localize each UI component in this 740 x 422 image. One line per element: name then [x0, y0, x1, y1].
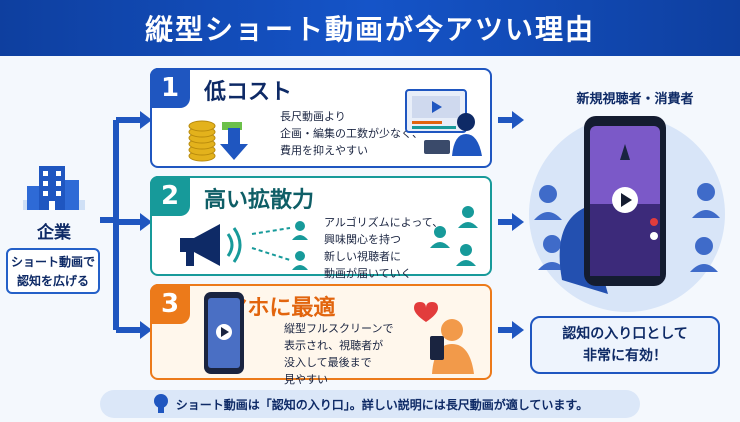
- desc-line: 没入して最後まで: [284, 356, 372, 369]
- building-icon: [23, 166, 85, 210]
- effect-line1: 認知の入り口として: [562, 326, 688, 342]
- lightbulb-icon: [153, 394, 168, 413]
- desc-line: 費用を抑えやすい: [280, 144, 368, 157]
- effect-box: 認知の入り口として 非常に有効！: [530, 316, 720, 374]
- page-title: 縦型ショート動画が今アツい理由: [144, 13, 595, 46]
- footer-text: ショート動画は「認知の入り口」。詳しい説明には長尺動画が適しています。: [175, 397, 589, 412]
- header: 縦型ショート動画が今アツい理由: [0, 0, 740, 56]
- desc-line: 動画が届いていく: [324, 267, 412, 280]
- company-description-line2: 認知を広げる: [16, 274, 89, 288]
- desc-line: 興味関心を持つ: [324, 233, 401, 246]
- effect-line2: 非常に有効！: [583, 348, 667, 364]
- card-number: 3: [150, 284, 190, 324]
- audience-illustration: [529, 116, 725, 312]
- footer-note: ショート動画は「認知の入り口」。詳しい説明には長尺動画が適しています。: [100, 390, 640, 418]
- card-description: 長尺動画より 企画・編集の工数が少なく、 費用を抑えやすい: [280, 108, 423, 159]
- reason-card-low-cost: 1 低コスト 長尺動画より 企画・編集の工数が少なく、 費用を抑えやすい: [150, 68, 492, 168]
- desc-line: アルゴリズムによって、: [324, 216, 444, 229]
- company-block: 企業: [8, 160, 100, 243]
- card-title: 高い拡散力: [204, 188, 315, 213]
- people-icon: [430, 206, 478, 266]
- network-icon: [251, 221, 308, 270]
- company-description: ショート動画で 認知を広げる: [6, 248, 100, 294]
- smartphone-icon: [204, 292, 244, 374]
- desc-line: 縦型フルスクリーンで: [284, 322, 394, 335]
- desc-line: 表示され、視聴者が: [284, 339, 384, 352]
- card-title: 低コスト: [204, 80, 293, 105]
- megaphone-icon: [180, 224, 242, 266]
- card-description: アルゴリズムによって、 興味関心を持つ 新しい視聴者に 動画が届いていく: [324, 214, 443, 282]
- audience-title: 新規視聴者・消費者: [576, 92, 694, 107]
- card-number: 2: [150, 176, 190, 216]
- desc-line: 長尺動画より: [280, 110, 346, 123]
- viewer-icons: [534, 183, 720, 272]
- video-editor-icon: [405, 89, 482, 156]
- desc-line: 見やすい: [284, 373, 328, 386]
- card-number: 1: [150, 68, 190, 108]
- reason-card-smartphone: 3 スマホに最適 縦型フルスクリーンで 表示され、視聴者が 没入して最後まで 見…: [150, 284, 492, 386]
- company-label: 企業: [37, 223, 71, 243]
- reason-card-reach: 2 高い拡散力 アルゴリズムによって、 興味関心を持つ 新しい視聴者に 動画が届…: [150, 176, 492, 280]
- company-description-line1: ショート動画で: [10, 255, 95, 269]
- desc-line: 新しい視聴者に: [324, 250, 401, 263]
- heart-user-icon: [414, 302, 474, 374]
- desc-line: 企画・編集の工数が少なく、: [280, 127, 423, 140]
- card-description: 縦型フルスクリーンで 表示され、視聴者が 没入して最後まで 見やすい: [284, 320, 393, 388]
- coins-icon: [188, 120, 248, 162]
